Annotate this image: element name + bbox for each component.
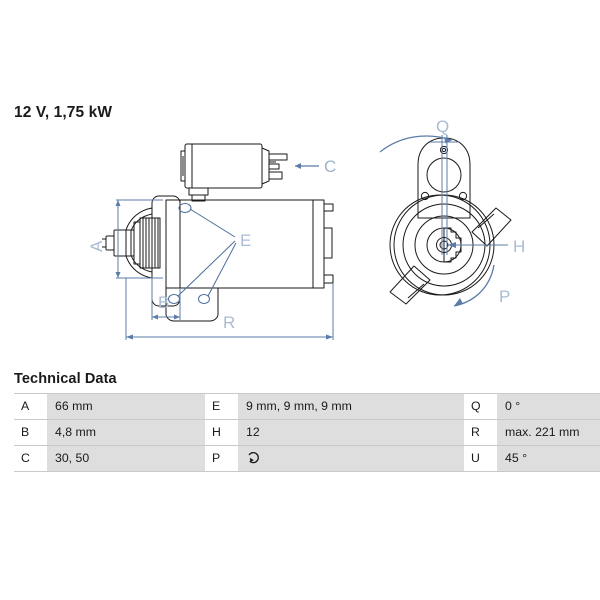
dimension-label-q: Q (436, 120, 449, 136)
technical-data-table: A 66 mm E 9 mm, 9 mm, 9 mm Q 0 ° B 4,8 m… (14, 393, 600, 472)
spec-key-b: B (14, 419, 47, 446)
dimension-label-a: A (88, 240, 106, 252)
dimension-h (448, 242, 508, 248)
dimension-label-b: B (158, 293, 169, 312)
spec-key-p: P (205, 445, 238, 472)
dimension-a (115, 199, 163, 279)
spec-key-e: E (205, 393, 238, 420)
spec-key-q: Q (464, 393, 497, 420)
spec-value-p (238, 445, 464, 472)
spec-key-r: R (464, 419, 497, 446)
starter-front-view: Q H P (368, 120, 553, 345)
technical-drawings: C (0, 118, 600, 358)
spec-value-q: 0 ° (497, 393, 600, 420)
spec-key-a: A (14, 393, 47, 420)
table-row: A 66 mm E 9 mm, 9 mm, 9 mm Q 0 ° (14, 393, 600, 420)
spec-value-c: 30, 50 (47, 445, 205, 472)
table-row: B 4,8 mm H 12 R max. 221 mm (14, 419, 600, 446)
dimension-label-e: E (240, 231, 251, 250)
counterclockwise-rotation-icon (246, 449, 261, 464)
dimension-label-r: R (223, 313, 235, 332)
tech-data-heading: Technical Data (14, 371, 117, 387)
spec-key-c: C (14, 445, 47, 472)
spec-key-u: U (464, 445, 497, 472)
spec-value-a: 66 mm (47, 393, 205, 420)
dimension-r (125, 278, 334, 340)
spec-value-e: 9 mm, 9 mm, 9 mm (238, 393, 464, 420)
dimension-p (453, 264, 495, 307)
table-row: C 30, 50 P U 45 ° (14, 445, 600, 472)
starter-side-view: C (88, 118, 356, 358)
spec-value-b: 4,8 mm (47, 419, 205, 446)
spec-value-r: max. 221 mm (497, 419, 600, 446)
spec-key-h: H (205, 419, 238, 446)
dimension-label-p: P (499, 287, 510, 306)
dimension-arrow-c (295, 163, 319, 169)
dimension-b (151, 278, 181, 320)
page-title: 12 V, 1,75 kW (14, 104, 113, 121)
spec-value-u: 45 ° (497, 445, 600, 472)
spec-value-h: 12 (238, 419, 464, 446)
dimension-label-h: H (513, 237, 525, 256)
dimension-label-c: C (324, 157, 336, 176)
dimension-q (379, 135, 460, 255)
